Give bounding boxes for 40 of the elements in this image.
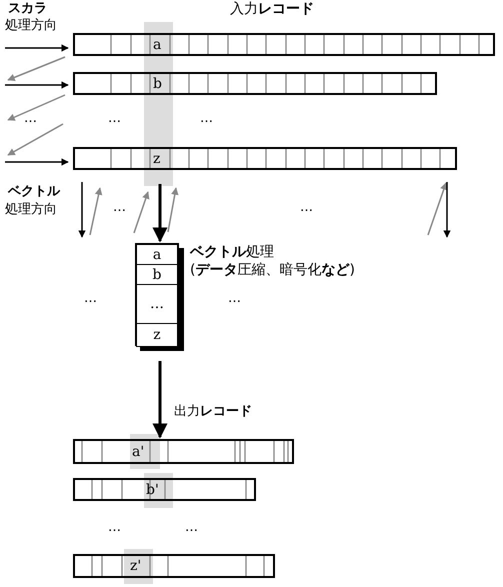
record-bar [73,554,275,578]
stack-cell [136,244,178,265]
record-bar [73,478,256,501]
stack-cell [136,264,178,285]
cell-label: z [153,327,161,343]
ellipsis: … [300,201,313,216]
stack-cell [136,323,178,347]
label-text: 処理方向 [5,19,57,34]
label-text: 処理方向 [5,203,57,218]
record-label: a' [132,444,144,458]
cell-label: … [150,296,164,312]
heading-text: 出力レコード [174,405,252,420]
ellipsis: … [24,112,37,127]
record-bar [73,147,457,170]
arrow [152,361,168,438]
caption-text: (データ圧縮、暗号化など) [190,262,355,278]
stack-box [135,243,179,346]
record-label: b [153,76,162,90]
ellipsis: … [108,521,121,536]
record-label: a [153,38,162,52]
heading-text: スカラ [8,2,47,17]
cell-label: b [152,266,162,282]
stack-cell [136,284,178,324]
ellipsis: … [185,521,198,536]
ellipsis: … [200,112,213,127]
arrow [152,184,168,242]
ellipsis: … [84,292,97,307]
record-bar [73,33,495,56]
heading-text: ベクトル [8,185,60,200]
ellipsis: … [108,112,121,127]
record-bar [73,72,437,95]
record-label: b' [146,482,159,496]
cell-label: a [152,246,162,262]
record-bar [73,439,294,464]
record-label: z' [130,559,142,573]
title-text: 入力レコード [230,1,314,18]
caption-text: ベクトル処理 [190,244,274,260]
ellipsis: … [228,292,241,307]
ellipsis: … [113,201,126,216]
record-label: z [153,152,160,166]
